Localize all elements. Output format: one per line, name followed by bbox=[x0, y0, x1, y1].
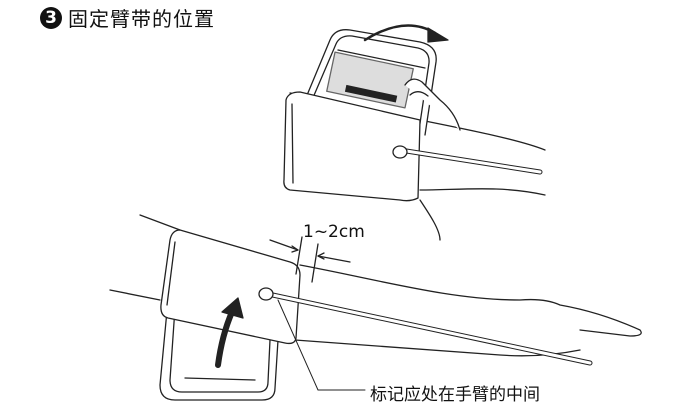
step-title: 3 固定臂带的位置 bbox=[40, 3, 215, 32]
step-title-text: 固定臂带的位置 bbox=[68, 7, 215, 31]
distance-label: 1~2cm bbox=[303, 222, 365, 242]
marker-note-label: 标记应处在手臂的中间 bbox=[370, 385, 540, 405]
step-number-badge: 3 bbox=[40, 6, 62, 29]
bottom-arm-figure bbox=[109, 214, 642, 401]
top-arm-figure bbox=[283, 24, 546, 241]
